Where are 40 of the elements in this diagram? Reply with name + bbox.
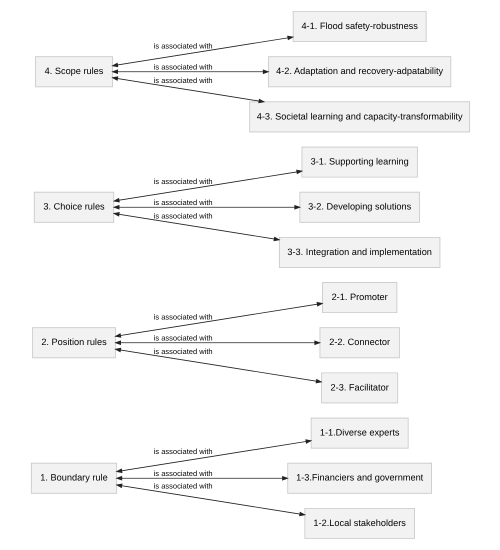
edge-label: is associated with: [153, 447, 212, 456]
edge-label: is associated with: [153, 62, 212, 72]
arrow: [112, 212, 280, 242]
edge-label: is associated with: [153, 333, 212, 342]
node-box: 4-3. Societal learning and capacity-transformability: [248, 101, 470, 132]
arrow: [114, 348, 322, 384]
edge-label: is associated with: [153, 481, 212, 490]
arrow: [114, 302, 324, 338]
node-box: 1-1.Diverse experts: [310, 418, 408, 449]
node-box: 2-3. Facilitator: [320, 372, 398, 404]
node-box: 4. Scope rules: [34, 56, 112, 88]
arrow: [114, 483, 306, 516]
node-box: 3-1. Supporting learning: [301, 146, 418, 178]
arrow: [114, 340, 321, 346]
edge-label: is associated with: [153, 176, 212, 186]
arrow: [112, 170, 303, 202]
node-box: 1. Boundary rule: [30, 462, 117, 494]
edge-label: is associated with: [153, 346, 212, 356]
arrow: [114, 476, 288, 481]
node-box: 3-3. Integration and implementation: [278, 236, 440, 268]
edge-label: is associated with: [153, 211, 212, 220]
node-box: 1-3.Financiers and government: [286, 462, 432, 494]
edge-label: is associated with: [153, 41, 212, 50]
node-box: 4-2. Adaptation and recovery-adpatability: [268, 56, 451, 88]
node-box: 2-2. Connector: [319, 327, 400, 358]
edge-label: is associated with: [153, 468, 212, 478]
arrow: [110, 76, 265, 104]
node-box: 2-1. Promoter: [322, 282, 397, 314]
edge-label: is associated with: [153, 198, 212, 207]
node-box: 1-2.Local stakeholders: [304, 508, 414, 539]
arrow: [114, 439, 312, 474]
node-box: 2. Position rules: [32, 327, 116, 358]
arrow: [110, 36, 294, 68]
arrow: [112, 204, 301, 210]
edge-label: is associated with: [153, 312, 212, 322]
node-box: 4-1. Flood safety-robustness: [292, 11, 426, 42]
node-box: 3-2. Developing solutions: [298, 192, 420, 223]
edge-label: is associated with: [153, 76, 212, 85]
node-box: 3. Choice rules: [33, 192, 114, 223]
arrow: [110, 69, 270, 74]
